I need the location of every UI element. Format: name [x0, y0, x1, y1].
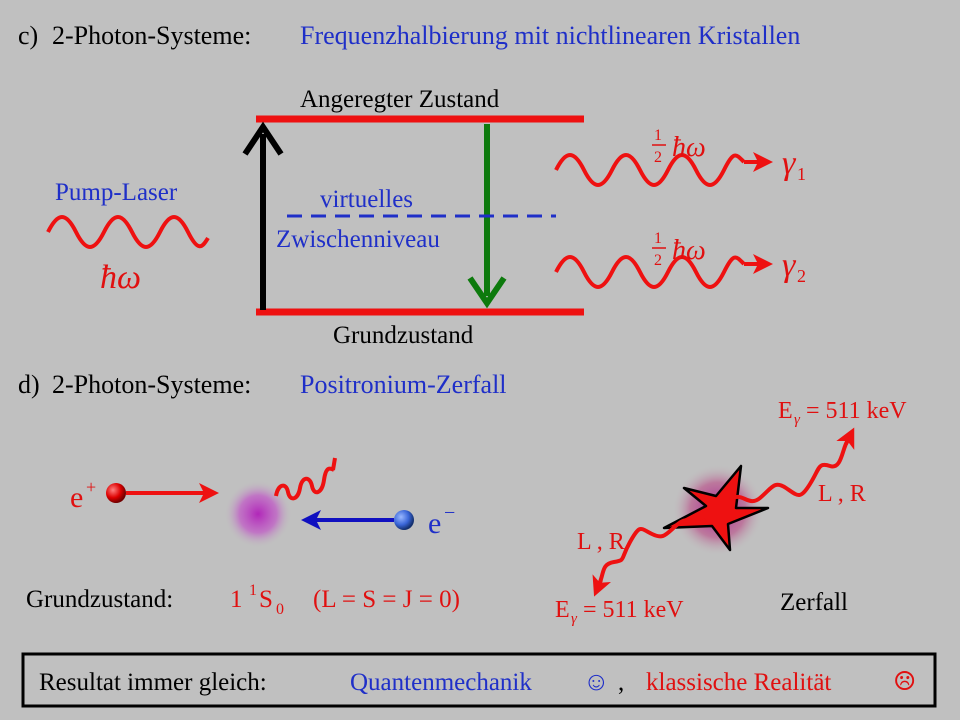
gamma-2-label: γ 2	[782, 247, 806, 286]
decay-energy-lower: E γ = 511 keV	[555, 597, 684, 627]
section-c-label: c)	[18, 21, 38, 50]
section-d-label: d)	[18, 370, 40, 399]
emitted-photon-squiggle	[274, 466, 335, 501]
svg-text:1: 1	[654, 127, 662, 144]
svg-text:2: 2	[654, 149, 662, 166]
photon-2-wave	[554, 255, 746, 289]
svg-text:γ: γ	[782, 145, 797, 182]
virtual-level-label-1: virtuelles	[320, 186, 413, 213]
svg-text:1: 1	[230, 586, 243, 613]
section-c-title: 2-Photon-Systeme:	[52, 21, 251, 50]
decay-energy-upper: E γ = 511 keV	[778, 398, 907, 428]
electron-label: e −	[428, 502, 455, 540]
decay-photon-upper-arrowhead	[836, 427, 855, 450]
decay-photon-upper	[728, 438, 850, 504]
section-d-title: 2-Photon-Systeme:	[52, 370, 251, 399]
section-c-subtitle: Frequenzhalbierung mit nichtlinearen Kri…	[300, 21, 800, 50]
quantum-numbers: (L = S = J = 0)	[313, 586, 460, 613]
svg-text:e: e	[428, 507, 441, 540]
pump-energy-label: ħω	[100, 259, 141, 296]
svg-text:2: 2	[654, 252, 662, 269]
result-classical: klassische Realität	[646, 669, 831, 696]
svg-text:e: e	[70, 481, 83, 514]
electron-particle	[394, 510, 414, 530]
decay-label: Zerfall	[780, 589, 848, 616]
svg-text:E: E	[778, 398, 793, 424]
result-separator: ,	[618, 669, 624, 696]
annihilation-star	[662, 464, 770, 552]
svg-text:S: S	[259, 586, 273, 613]
section-d-subtitle: Positronium-Zerfall	[300, 370, 507, 399]
excitation-arrow	[242, 121, 284, 310]
svg-text:ħω: ħω	[672, 235, 706, 266]
photon-1-wave	[554, 153, 746, 187]
positronium-ground-label: Grundzustand:	[26, 586, 173, 613]
svg-text:E: E	[555, 597, 570, 623]
term-symbol: 1 1 S 0	[230, 582, 284, 618]
svg-text:1: 1	[654, 230, 662, 247]
result-box	[21, 652, 937, 708]
svg-text:+: +	[86, 477, 96, 497]
positron-label: e +	[70, 477, 96, 514]
svg-text:−: −	[444, 502, 455, 524]
svg-text:0: 0	[276, 601, 284, 618]
emitted-photon-tail	[331, 457, 337, 471]
svg-text:γ: γ	[782, 247, 797, 284]
polarization-upper: L , R	[818, 481, 866, 507]
ground-state-label: Grundzustand	[333, 322, 474, 349]
polarization-lower: L , R	[577, 529, 625, 555]
svg-text:ħω: ħω	[672, 132, 706, 163]
positron-particle	[106, 483, 126, 503]
decay-photon-lower	[598, 518, 708, 583]
svg-text:1: 1	[249, 582, 257, 599]
result-prefix: Resultat immer gleich:	[39, 669, 267, 696]
svg-text:1: 1	[797, 164, 806, 184]
pump-laser-wave	[46, 215, 210, 249]
excited-state-label: Angeregter Zustand	[300, 86, 500, 113]
result-quantum: Quantenmechanik	[350, 669, 532, 696]
photon-2-energy: 1 2 ħω	[652, 230, 706, 269]
sad-face-icon: ☹	[893, 667, 916, 696]
happy-face-icon: ☺	[583, 667, 610, 696]
pump-laser-label: Pump-Laser	[55, 179, 178, 206]
svg-text:2: 2	[797, 266, 806, 286]
gamma-1-label: γ 1	[782, 145, 806, 184]
decay-arrow	[467, 124, 507, 309]
decay-photon-lower-arrowhead	[592, 574, 611, 597]
photon-1-energy: 1 2 ħω	[652, 127, 706, 166]
svg-text:γ: γ	[794, 412, 801, 428]
virtual-level-label-2: Zwischenniveau	[276, 226, 440, 253]
svg-text:= 511 keV: = 511 keV	[583, 597, 684, 623]
svg-text:= 511 keV: = 511 keV	[806, 398, 907, 424]
positronium-glow	[224, 480, 292, 548]
svg-text:γ: γ	[571, 611, 578, 627]
